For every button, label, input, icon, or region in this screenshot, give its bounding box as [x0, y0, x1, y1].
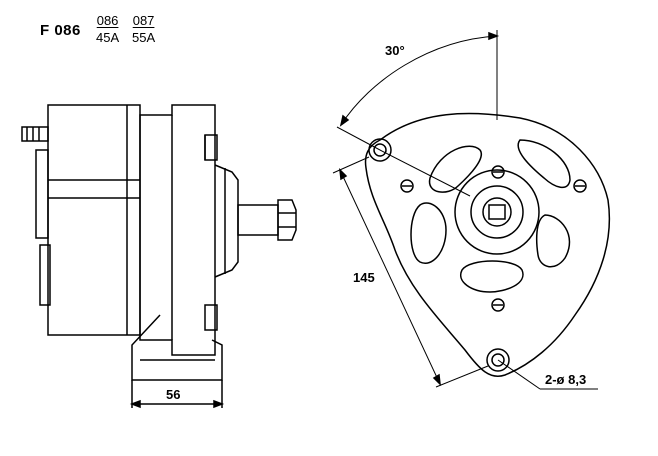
- screw: [573, 179, 587, 193]
- width-dimension-label: 56: [166, 387, 181, 402]
- variant-087: 087 55A: [132, 12, 155, 46]
- front-view: [332, 30, 611, 390]
- part-code: F 086: [40, 22, 81, 39]
- variant-number: 087: [132, 13, 155, 28]
- side-view: [21, 104, 297, 409]
- mount-spacing-label: 145: [353, 270, 375, 285]
- variant-086: 086 45A: [96, 12, 119, 46]
- angle-label: 30°: [385, 43, 405, 58]
- hole-size-label: 2-ø 8,3: [545, 372, 587, 387]
- screw: [491, 165, 505, 179]
- variant-rating: 55A: [132, 30, 156, 45]
- screw: [491, 298, 505, 312]
- variant-rating: 45A: [96, 30, 120, 45]
- screw: [400, 179, 414, 193]
- variant-number: 086: [96, 13, 119, 28]
